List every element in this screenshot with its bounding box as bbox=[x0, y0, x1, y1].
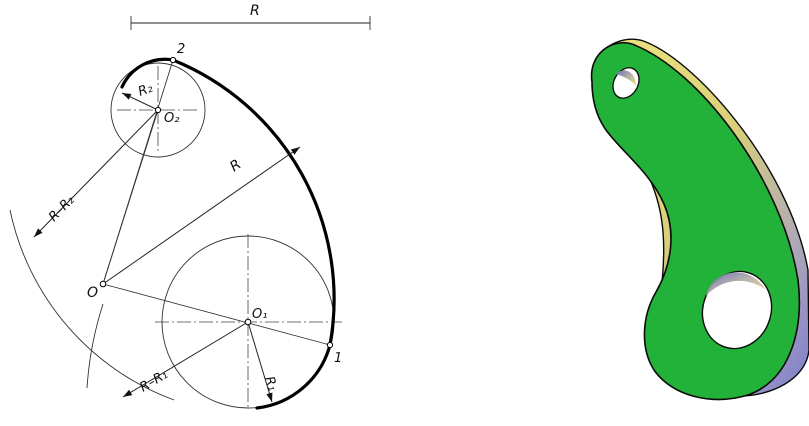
outline-contour bbox=[120, 57, 336, 410]
label-r2: R₂ bbox=[136, 81, 155, 100]
label-o: O bbox=[87, 285, 98, 301]
large-hole bbox=[701, 270, 773, 350]
label-r-top: R bbox=[250, 3, 260, 19]
label-r1: R₁ bbox=[261, 375, 280, 393]
points bbox=[99, 56, 334, 349]
construction-drawing: R 2 R₂ O₂ R R–R₂ O O₁ 1 R–R₁ R₁ bbox=[9, 3, 371, 410]
label-point-1: 1 bbox=[334, 351, 342, 366]
small-hole bbox=[612, 67, 640, 99]
label-o1: O₁ bbox=[252, 307, 267, 322]
part-3d-render bbox=[590, 38, 809, 401]
dimension-lines bbox=[33, 16, 371, 403]
label-r-mid: R bbox=[227, 157, 244, 176]
label-point-2: 2 bbox=[177, 42, 185, 57]
label-o2: O₂ bbox=[164, 111, 179, 126]
construction-lines bbox=[102, 59, 331, 346]
